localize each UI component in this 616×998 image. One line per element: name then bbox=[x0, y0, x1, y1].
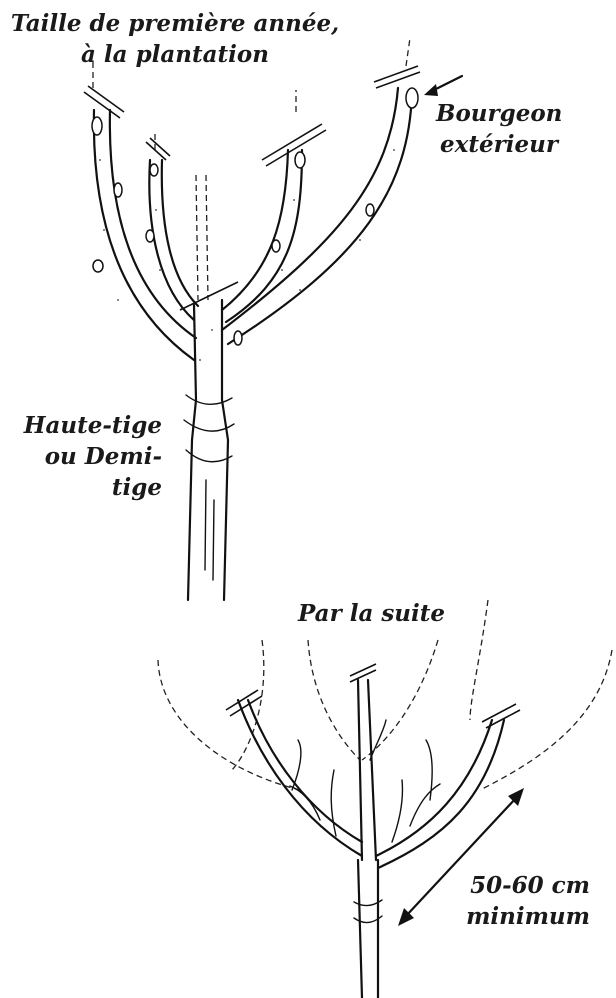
canopy-arc-center-left bbox=[308, 640, 360, 760]
first-year-tree bbox=[84, 38, 462, 600]
canopy-arc-right-inner bbox=[470, 600, 488, 720]
bud-icon bbox=[92, 117, 102, 135]
branch-far-left-inner bbox=[110, 110, 196, 338]
later-leader-left bbox=[358, 680, 362, 860]
later-laterals-left bbox=[290, 740, 336, 836]
branch-far-left-outer bbox=[94, 110, 194, 360]
later-cut-left bbox=[226, 690, 262, 716]
later-leader-right bbox=[368, 680, 376, 860]
later-branch-left-inner bbox=[248, 700, 362, 842]
canopy-arc-left bbox=[158, 660, 300, 790]
removed-leader bbox=[196, 175, 208, 300]
bark-texture bbox=[99, 149, 395, 361]
cut-inner-left bbox=[146, 138, 170, 160]
bud-icon bbox=[234, 331, 242, 345]
cut-inner-right bbox=[262, 124, 326, 166]
bud-icon bbox=[146, 230, 154, 242]
removed-tip-right bbox=[406, 38, 410, 66]
branch-far-right-inner bbox=[228, 90, 412, 344]
later-trunk-left bbox=[358, 860, 362, 998]
bud-icon bbox=[150, 164, 158, 176]
outer-bud-icon bbox=[406, 88, 418, 108]
later-cut-right bbox=[482, 704, 520, 728]
measure-arrow-line bbox=[406, 798, 516, 916]
later-leader-cut bbox=[350, 664, 376, 682]
trunk-texture bbox=[205, 480, 214, 580]
bud-icon bbox=[93, 260, 103, 272]
bud-icon bbox=[366, 204, 374, 216]
later-tree bbox=[158, 600, 612, 998]
bud-icon bbox=[114, 183, 122, 197]
outer-bud-arrowhead bbox=[424, 84, 438, 96]
cut-far-left bbox=[84, 86, 124, 118]
cut-far-right bbox=[374, 66, 420, 88]
later-laterals-right bbox=[392, 740, 440, 842]
branch-inner-left-outer bbox=[149, 160, 194, 320]
bud-icon bbox=[295, 152, 305, 168]
trunk-right-edge bbox=[222, 300, 228, 600]
bud-icon bbox=[272, 240, 280, 252]
